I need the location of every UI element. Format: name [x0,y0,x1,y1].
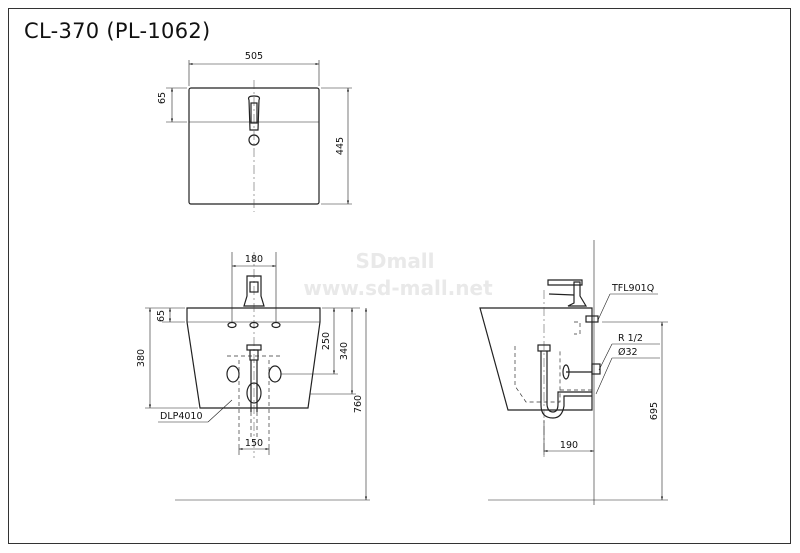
front-height-label: 380 [136,349,147,367]
faucet-spacing-label: 180 [245,254,263,265]
drain-height-label: 250 [321,332,332,350]
watermark-line2: www.sd-mall.net [303,276,493,300]
outlet-height-label: 340 [339,342,350,360]
front-view: 180 65 380 250 340 760 150 DLP4010 [136,252,370,501]
side-height-label: 695 [649,402,660,420]
watermark-line1: SDmall [355,249,434,273]
side-view: TFL901Q R 1/2 Ø32 190 695 [479,240,668,505]
drawing-frame [8,8,791,544]
drain-part-label: DLP4010 [160,411,203,422]
faucet-part-label: TFL901Q [611,283,654,294]
wall-offset-label: 190 [560,440,578,451]
pipe-diameter-label: Ø32 [618,347,638,358]
trap-spacing-label: 150 [245,438,263,449]
top-width-label: 505 [245,51,263,62]
floor-height-label: 760 [353,395,364,413]
supply-label: R 1/2 [618,333,643,344]
drawing-title: CL-370 (PL-1062) [24,19,211,43]
watermark: SDmall www.sd-mall.net [303,249,493,300]
top-view: 505 65 445 [157,51,352,212]
top-depth-label: 445 [335,137,346,155]
top-offset-label: 65 [157,92,168,104]
front-top-offset-label: 65 [156,310,167,322]
